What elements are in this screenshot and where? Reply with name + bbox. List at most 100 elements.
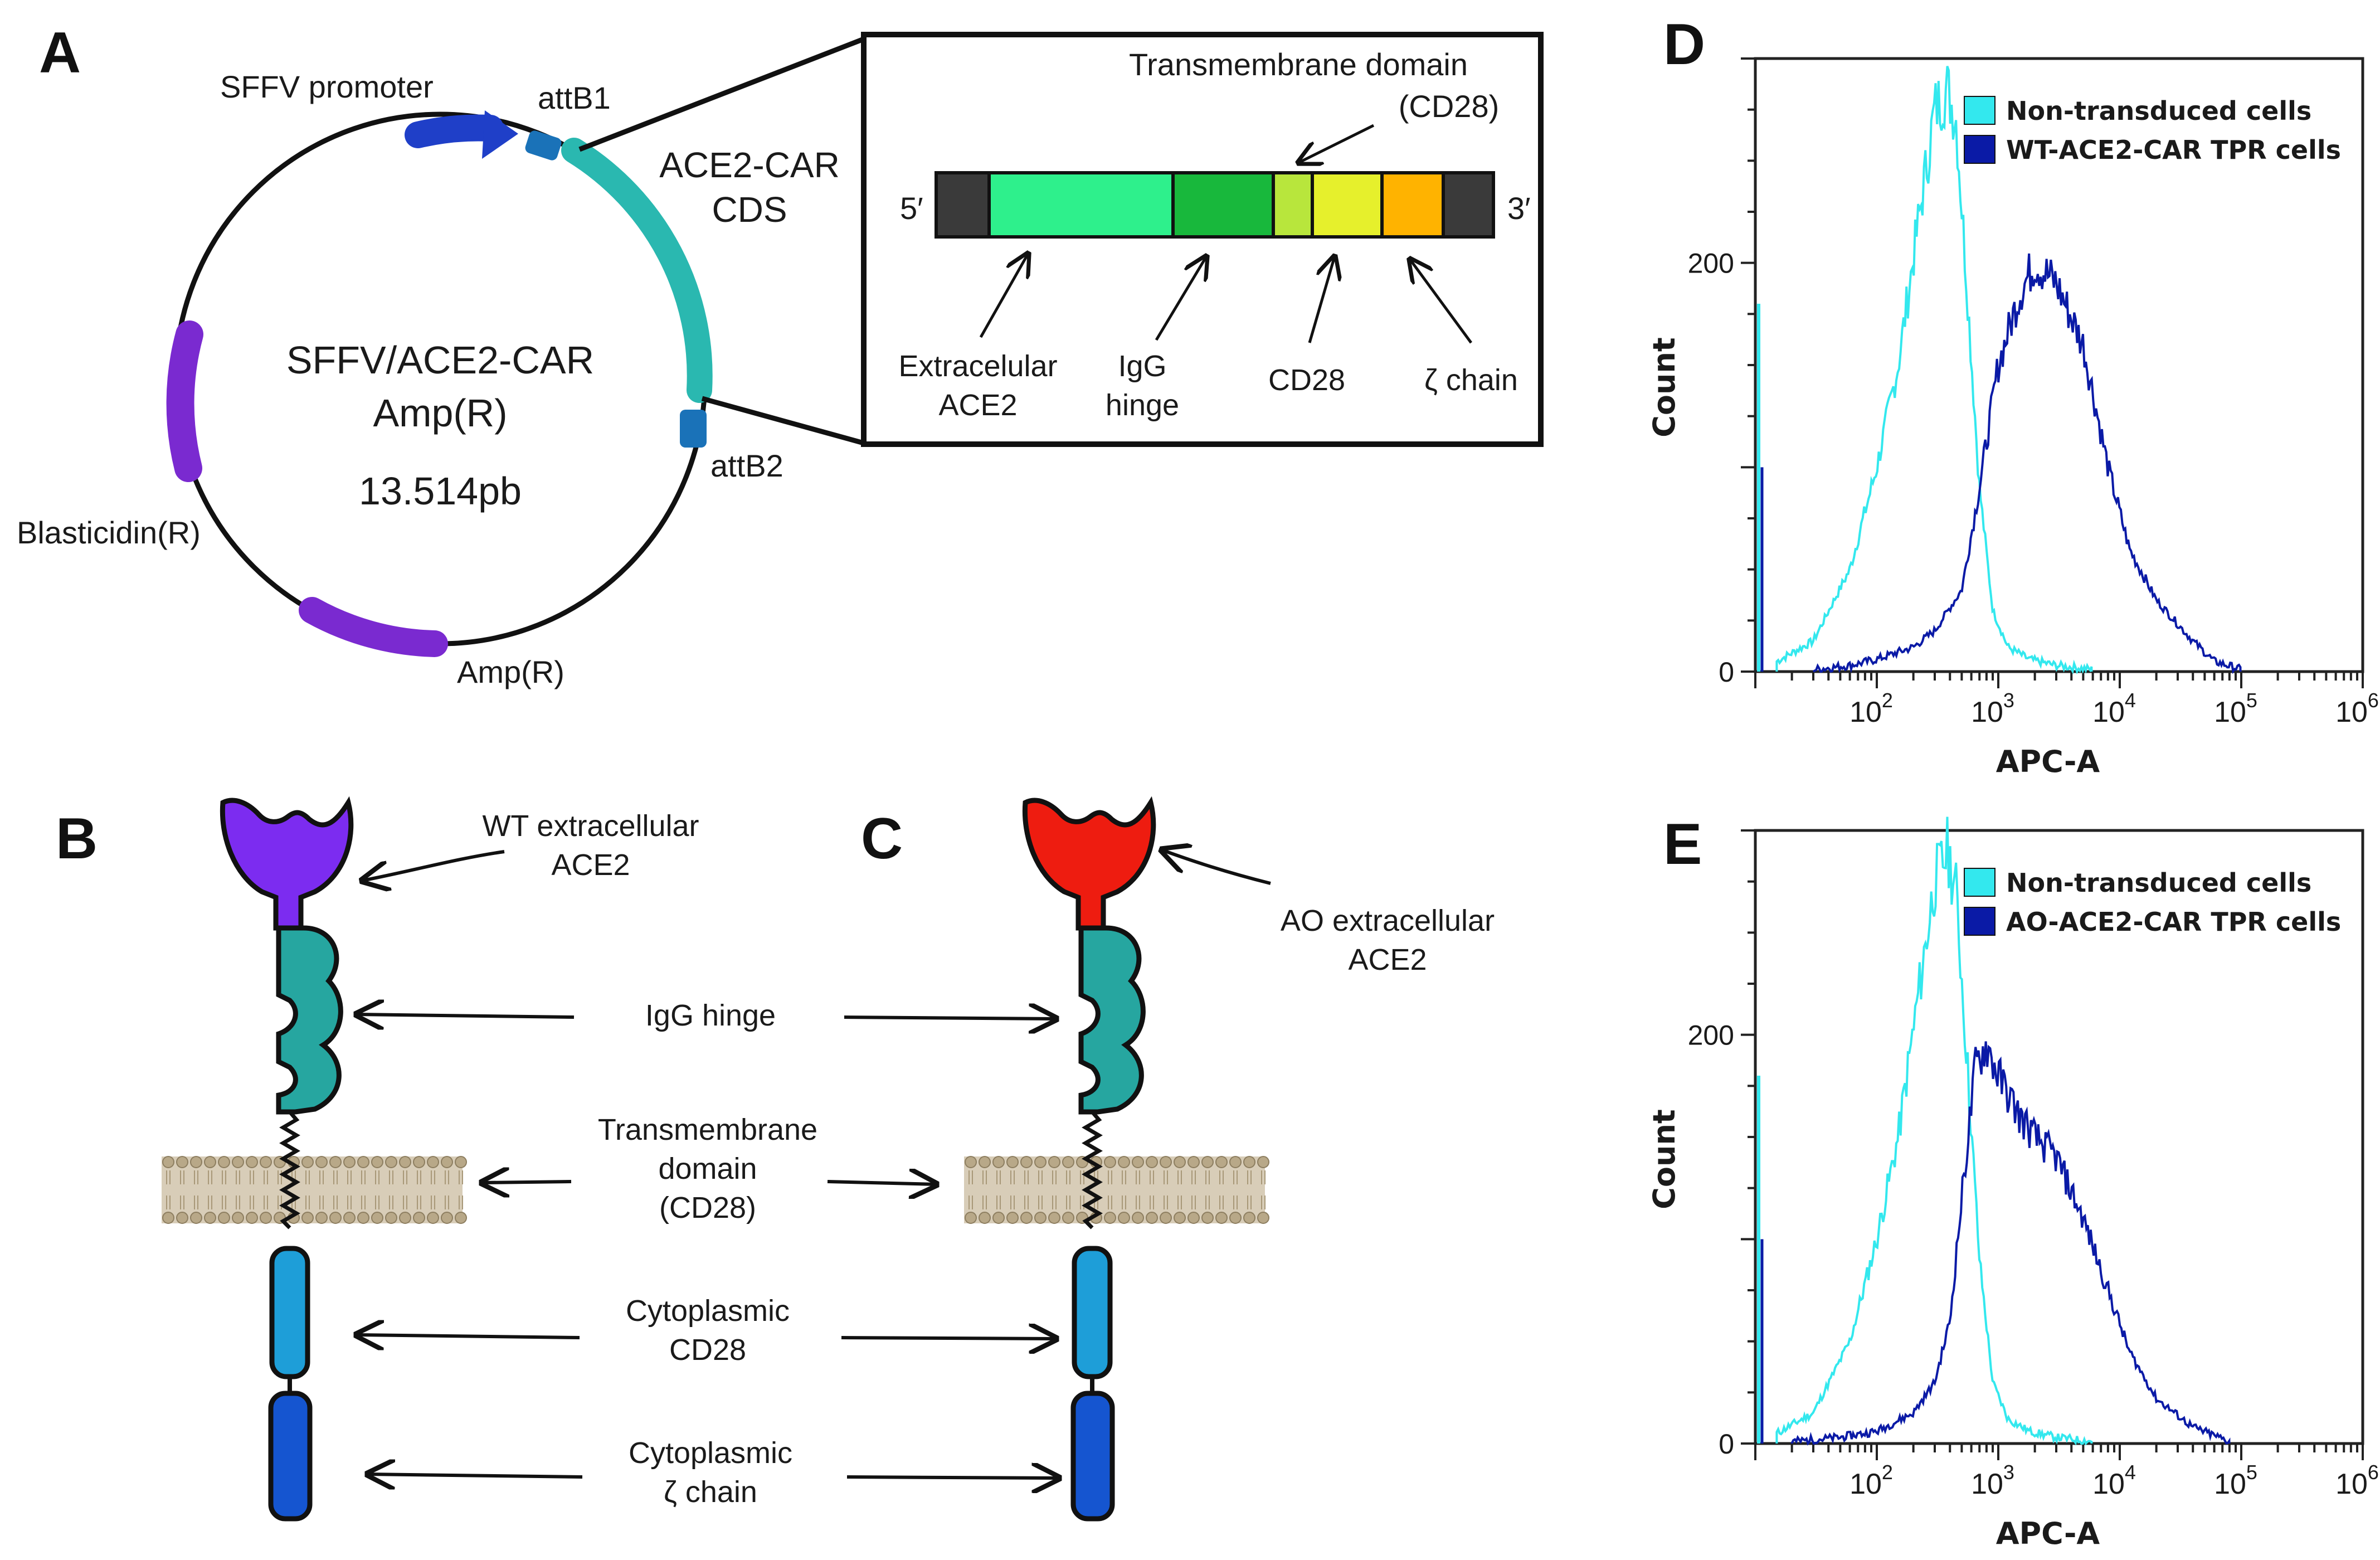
shared-labels: IgG hinge Transmembrane domain (CD28) Cy… — [357, 999, 1059, 1509]
phospholipid-head — [301, 1156, 314, 1168]
membrane-c — [964, 1156, 1269, 1224]
phospholipid-head — [246, 1156, 258, 1168]
arrow-zeta-right — [846, 1477, 1059, 1478]
y-tick-label: 0 — [1719, 657, 1734, 688]
panel-a: A SFFV promoter attB1 ACE2-CAR CDS attB2… — [17, 21, 1544, 689]
ao-cyto-zeta-icon — [1070, 1391, 1115, 1522]
plasmid-marker: Amp(R) — [373, 391, 507, 435]
label-hinge-line1: IgG — [1118, 349, 1166, 383]
series-transduced-line — [1790, 1041, 2231, 1446]
series-transduced-line — [1812, 253, 2242, 674]
ao-ace2-head-icon — [1022, 796, 1156, 931]
phospholipid-head — [413, 1156, 425, 1168]
legend-label: WT-ACE2-CAR TPR cells — [2006, 135, 2341, 165]
label-cds-line2: CDS — [712, 189, 787, 230]
phospholipid-head — [1048, 1212, 1060, 1224]
arrow-tm-left — [482, 1182, 572, 1183]
plasmid-blasticidin-arc — [166, 320, 203, 482]
phospholipid-head — [357, 1156, 369, 1168]
x-tick-label: 104 — [2092, 689, 2136, 728]
phospholipid-head — [1229, 1156, 1242, 1168]
phospholipid-head — [1201, 1212, 1214, 1224]
y-tick-label: 200 — [1688, 1020, 1734, 1051]
arrow-hinge-right — [844, 1017, 1056, 1019]
arrow-tm-right — [827, 1182, 936, 1184]
series-nontransduced-line — [1775, 66, 2093, 674]
phospholipid-head — [1174, 1156, 1186, 1168]
label-amp: Amp(R) — [457, 654, 564, 689]
car-construct-wt — [220, 796, 354, 1522]
phospholipid-head — [385, 1212, 397, 1224]
legend-label: Non-transduced cells — [2006, 96, 2311, 126]
phospholipid-head — [965, 1212, 977, 1224]
phospholipid-head — [176, 1212, 188, 1224]
label-blasticidin: Blasticidin(R) — [17, 515, 201, 550]
shared-cyto-zeta-line1: Cytoplasmic — [629, 1436, 792, 1470]
wt-head-label-line1: WT extracellular — [482, 809, 699, 843]
phospholipid-head — [1006, 1156, 1019, 1168]
arrow-cd28 — [1308, 256, 1335, 343]
phospholipid-head — [1132, 1212, 1144, 1224]
label-attb1: attB1 — [538, 80, 611, 115]
five-prime-label: 5′ — [900, 191, 923, 226]
y-axis-label: Count — [1647, 337, 1682, 437]
phospholipid-head — [1006, 1212, 1019, 1224]
label-zeta: ζ chain — [1424, 363, 1518, 397]
plasmid-promoter-arc — [405, 114, 504, 148]
phospholipid-head — [315, 1212, 328, 1224]
phospholipid-head — [1257, 1156, 1269, 1168]
phospholipid-head — [441, 1156, 453, 1168]
arrow-extracellular — [979, 254, 1028, 338]
ao-head-label-line1: AO extracellular — [1281, 904, 1495, 937]
label-cds-line1: ACE2-CAR — [659, 145, 840, 185]
phospholipid-head — [385, 1156, 397, 1168]
phospholipid-head — [1062, 1156, 1074, 1168]
legend-label: Non-transduced cells — [2006, 868, 2311, 898]
x-axis-label: APC-A — [1996, 1516, 2100, 1551]
phospholipid-head — [1104, 1156, 1116, 1168]
shared-cyto-cd28-line1: Cytoplasmic — [626, 1294, 790, 1328]
phospholipid-head — [162, 1156, 174, 1168]
phospholipid-head — [965, 1156, 977, 1168]
shared-cyto-zeta-line2: ζ chain — [664, 1475, 757, 1509]
phospholipid-head — [455, 1156, 467, 1168]
x-axis-label: APC-A — [1996, 744, 2100, 779]
phospholipid-head — [1257, 1212, 1269, 1224]
label-cd28: CD28 — [1268, 363, 1345, 397]
series-nontransduced-line — [1775, 817, 2093, 1446]
three-prime-label: 3′ — [1507, 191, 1531, 226]
phospholipid-head — [162, 1212, 174, 1224]
panel-letter-d: D — [1663, 12, 1705, 77]
arrow-cd28-left — [357, 1335, 580, 1338]
phospholipid-head — [371, 1212, 383, 1224]
phospholipid-head — [979, 1212, 991, 1224]
label-extracellular-line2: ACE2 — [938, 388, 1017, 422]
wt-cyto-zeta-icon — [268, 1391, 313, 1522]
phospholipid-head — [992, 1156, 1005, 1168]
label-hinge-line2: hinge — [1106, 388, 1179, 422]
phospholipid-head — [260, 1212, 272, 1224]
shared-tm-line1: Transmembrane — [598, 1113, 817, 1146]
panel-letter-b: B — [56, 806, 98, 871]
y-tick-label: 200 — [1688, 248, 1734, 279]
tm-arrow — [1298, 124, 1375, 163]
plasmid-attb2 — [680, 410, 707, 448]
phospholipid-head — [399, 1156, 411, 1168]
plasmid-amp-arc — [299, 597, 448, 657]
wt-ace2-head-icon — [220, 796, 354, 931]
x-tick-label: 104 — [2092, 1461, 2136, 1500]
ao-cyto-cd28-icon — [1072, 1246, 1113, 1379]
phospholipid-head — [413, 1212, 425, 1224]
membrane-b — [162, 1156, 467, 1224]
phospholipid-head — [1243, 1212, 1255, 1224]
shared-tm-line3: (CD28) — [659, 1191, 756, 1224]
arrow-wt-head — [362, 850, 505, 881]
segment-cd28 — [1311, 171, 1384, 239]
phospholipid-head — [343, 1212, 356, 1224]
phospholipid-head — [204, 1212, 216, 1224]
phospholipid-head — [1187, 1156, 1200, 1168]
segment-extracellular — [987, 171, 1175, 239]
phospholipid-head — [315, 1156, 328, 1168]
